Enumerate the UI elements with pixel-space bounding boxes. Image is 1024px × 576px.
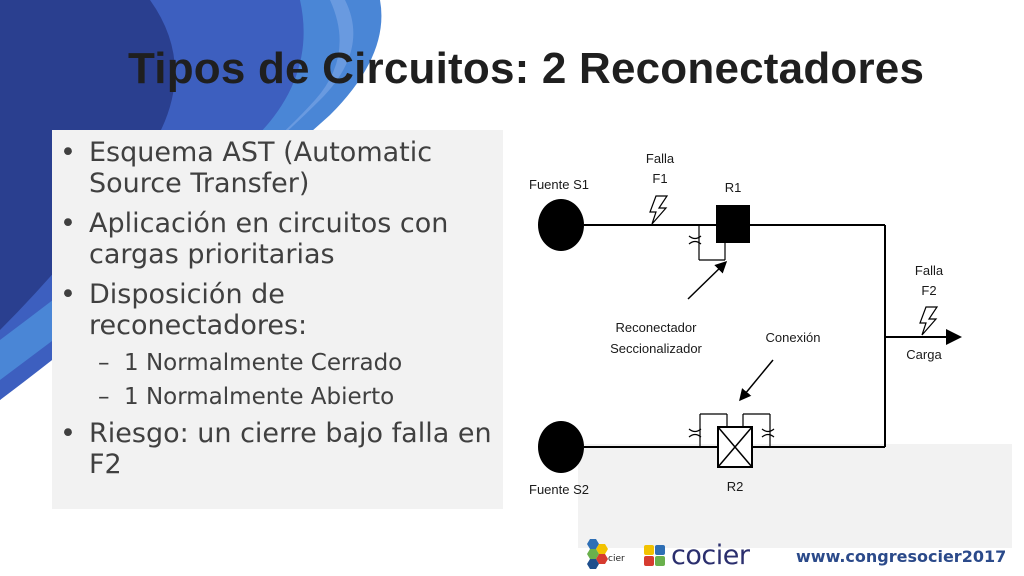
label-source-s2: Fuente S2 [529, 482, 589, 497]
cier-hexagon-logo: cier [587, 539, 625, 569]
sensor-r1 [688, 225, 726, 261]
bullet-item: Aplicación en circuitos con cargas prior… [58, 208, 498, 270]
brand-name: cocier [671, 540, 750, 571]
lightning-icon [649, 195, 669, 225]
website-url: www.congresocier2017 [796, 547, 1007, 566]
label-r1: R1 [724, 180, 742, 195]
label-connection: Conexión [765, 330, 821, 345]
label-fault1-line1: Falla [645, 151, 675, 166]
connection-pointer [739, 359, 774, 402]
source-s1 [538, 199, 584, 251]
sensor-r2-right [742, 413, 775, 447]
source-s2 [538, 421, 584, 473]
label-r2: R2 [726, 479, 744, 494]
sensor-r2-left [688, 413, 728, 447]
bullet-item: Esquema AST (Automatic Source Transfer) [58, 137, 498, 199]
sub-bullet-item: 1 Normalmente Cerrado [58, 350, 498, 377]
swoosh-edge [200, 0, 354, 200]
sub-bullet-item: 1 Normalmente Abierto [58, 384, 498, 411]
label-source-s1: Fuente S1 [529, 177, 589, 192]
label-fault1-line2: F1 [652, 171, 668, 186]
bullet-item: Riesgo: un cierre bajo falla en F2 [58, 418, 498, 480]
recloser-r1 [716, 205, 750, 243]
lightning-icon [919, 306, 939, 336]
slide-title: Tipos de Circuitos: 2 Reconectadores [128, 44, 925, 93]
footer-panel [578, 444, 1012, 548]
bullet-item: Disposición de reconectadores: [58, 279, 498, 341]
recloser-r2-cross-b [717, 426, 753, 468]
bullet-list: Esquema AST (Automatic Source Transfer) … [58, 137, 498, 489]
label-load: Carga [906, 347, 942, 362]
svg-text:cier: cier [608, 554, 625, 564]
label-sectionalizer-line1: Reconectador [615, 320, 697, 335]
label-sectionalizer-line2: Seccionalizador [610, 341, 702, 356]
label-fault2-line1: Falla [914, 263, 944, 278]
cocier-logo-icon [644, 545, 665, 566]
label-fault2-line2: F2 [921, 283, 937, 298]
sectionalizer-pointer [687, 260, 728, 300]
